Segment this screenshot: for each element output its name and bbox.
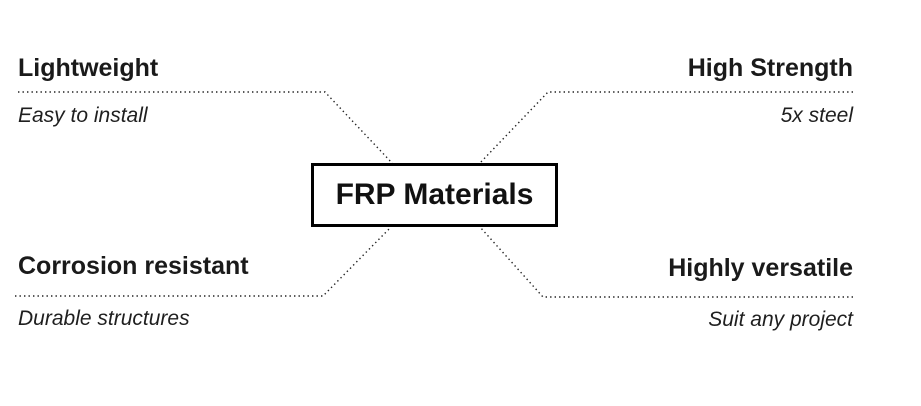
center-box: FRP Materials: [311, 163, 558, 227]
feature-subtitle-lightweight: Easy to install: [18, 104, 148, 127]
center-box-label: FRP Materials: [335, 178, 534, 211]
feature-title-highly-versatile: Highly versatile: [668, 254, 853, 282]
feature-subtitle-highly-versatile: Suit any project: [708, 308, 853, 331]
feature-title-corrosion-resistant: Corrosion resistant: [18, 252, 249, 280]
connector-top-left: [18, 91, 394, 165]
feature-title-high-strength: High Strength: [687, 54, 853, 82]
feature-subtitle-high-strength: 5x steel: [780, 104, 853, 127]
feature-title-lightweight: Lightweight: [18, 54, 159, 82]
connector-top-right: [478, 91, 853, 165]
feature-subtitle-corrosion-resistant: Durable structures: [18, 307, 190, 330]
